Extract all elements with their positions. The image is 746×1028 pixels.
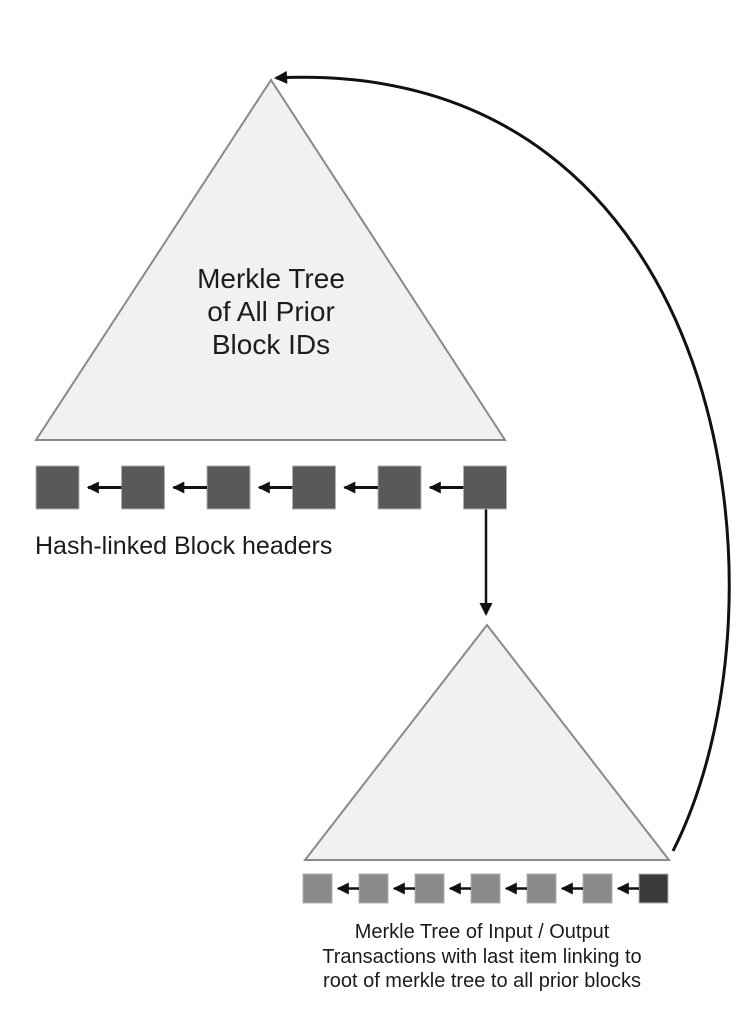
transaction-chain-caption: Merkle Tree of Input / Output Transactio… <box>322 921 642 992</box>
transaction-square <box>638 873 669 904</box>
transaction-square <box>470 873 501 904</box>
block-header-square <box>377 465 422 510</box>
block-header-square <box>292 465 336 510</box>
transaction-square <box>302 873 333 904</box>
block-headers-label: Hash-linked Block headers <box>35 532 333 560</box>
block-header-square <box>121 465 165 510</box>
prior-blocks-triangle-label: Merkle Tree of All Prior Block IDs <box>197 263 345 360</box>
transactions-merkle-triangle <box>302 623 672 861</box>
block-header-square <box>206 465 251 510</box>
transaction-chain <box>302 873 669 904</box>
block-header-chain <box>35 465 507 510</box>
block-header-square <box>463 465 507 510</box>
transaction-square <box>358 873 389 904</box>
prior-blocks-merkle-triangle <box>34 78 507 441</box>
transaction-square <box>414 873 445 904</box>
transaction-square <box>582 873 613 904</box>
last-item-to-prior-root-curved-arrow <box>274 70 731 852</box>
block-header-square <box>35 465 80 510</box>
transaction-square <box>526 873 557 904</box>
